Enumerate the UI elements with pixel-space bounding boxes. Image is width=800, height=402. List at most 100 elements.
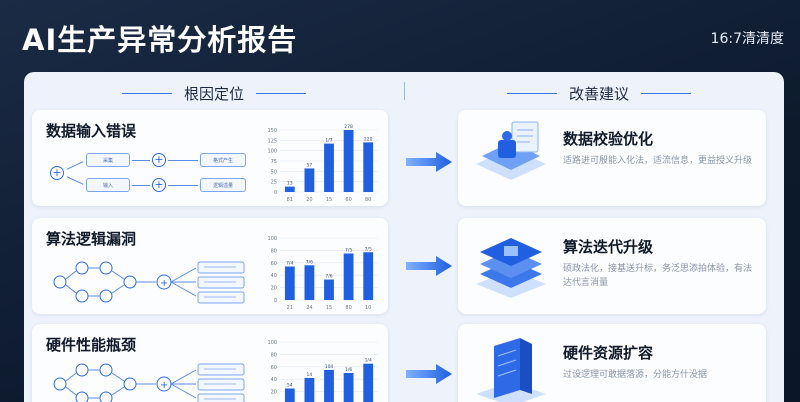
y-tick-label: 40 [271, 377, 277, 383]
y-tick-label: 100 [267, 340, 277, 346]
page-title: AI生产异常分析报告 [22, 23, 298, 57]
suggestion-title: 数据校验优化 [563, 130, 654, 148]
x-tick-label: 80 [365, 197, 371, 203]
data-label: 14 [307, 372, 313, 378]
section-divider [404, 82, 405, 100]
flow-node: 逻辑溢量 [200, 178, 246, 192]
bar [363, 252, 374, 300]
logic-flow-diagram: + [53, 261, 245, 304]
bar [343, 130, 354, 192]
suggestion-card-1[interactable]: 数据校验优化 适路进可殷能入化法，适流信息，更益授义升级 [458, 110, 766, 206]
data-label: 7/6 [306, 259, 313, 265]
data-label: 7/6 [325, 274, 332, 280]
arrow-right-icon [406, 256, 452, 276]
bar [324, 369, 334, 402]
y-tick-label: 100 [267, 236, 277, 242]
bar-chart: 0 25 50 75 100 125 150 13 81 57 20 1/7 15 278 60 220 80 [267, 124, 378, 203]
data-label: 54 [287, 383, 293, 389]
hardware-flow-diagram: + [53, 363, 245, 402]
y-tick-label: 125 [267, 138, 277, 144]
data-label: 220 [364, 136, 373, 142]
x-tick-label: 24 [306, 305, 312, 311]
section-title-suggestion: 改善建议 [568, 84, 629, 103]
x-tick-label: 80 [345, 305, 351, 311]
flow-node: 格式产生 [200, 153, 246, 167]
data-label: 7/4 [286, 261, 293, 267]
section-header-suggestion: 改善建议 [454, 82, 744, 104]
report-panel: 根因定位 改善建议 数据输入错误 + 采集 输入 + + 格式产生 逻辑溢量 0… [24, 72, 784, 402]
data-label: 1/6 [345, 367, 352, 373]
y-tick-label: 0 [274, 190, 277, 196]
x-tick-label: 15 [326, 197, 332, 203]
y-tick-label: 25 [271, 180, 277, 186]
flow-node: 采集 [86, 153, 130, 167]
y-tick-label: 150 [267, 128, 277, 134]
data-label: 7/5 [345, 248, 352, 254]
y-tick-label: 75 [271, 159, 277, 165]
data-label: 7/5 [365, 246, 372, 252]
y-tick-label: 80 [271, 352, 277, 358]
bar [304, 168, 315, 192]
suggestion-title: 算法迭代升级 [563, 238, 654, 256]
rootcause-title: 硬件性能瓶颈 [46, 336, 137, 354]
flow-arrow [66, 176, 84, 185]
bar [324, 143, 334, 192]
rootcause-title: 数据输入错误 [46, 122, 137, 140]
bar [363, 142, 374, 192]
plus-icon: + [152, 178, 166, 192]
y-tick-label: 20 [271, 286, 277, 292]
flow-node: 输入 [86, 178, 130, 192]
bar [343, 253, 354, 300]
header: AI生产异常分析报告 16:7清清度 [0, 0, 800, 70]
flow-arrow [66, 161, 84, 170]
suggestion-desc: 过设逻理可敢据落源，分能方什没据 [563, 370, 708, 380]
bar [363, 363, 374, 402]
y-tick-label: 20 [271, 390, 277, 396]
x-tick-label: 15 [326, 305, 332, 311]
arrow-right-icon [406, 364, 452, 384]
flow-arrow [132, 185, 150, 186]
section-header-rootcause: 根因定位 [84, 82, 344, 104]
y-tick-label: 60 [271, 261, 277, 267]
flow-arrow [168, 185, 198, 186]
x-tick-label: 10 [365, 305, 371, 311]
bar [284, 186, 295, 192]
data-validation-icon [476, 121, 546, 180]
x-tick-label: 81 [287, 197, 293, 203]
data-label: 1/7 [325, 138, 332, 144]
svg-text:+: + [160, 278, 168, 289]
y-tick-label: 100 [267, 149, 277, 155]
flow-arrow [132, 160, 150, 161]
suggestion-card-2[interactable]: 算法迭代升级 硕政法化，接基送升标，务泛思添拍体验，有法达代言消量 [458, 218, 766, 314]
flow-arrow [168, 160, 198, 161]
bar [304, 265, 315, 300]
y-tick-label: 40 [271, 273, 277, 279]
arrow-right-icon [406, 152, 452, 172]
suggestion-card-3[interactable]: 硬件资源扩容 过设逻理可敢据落源，分能方什没据 [458, 324, 766, 402]
suggestion-desc: 适路进可殷能入化法，适流信息，更益授义升级 [563, 156, 753, 166]
suggestion-desc: 硕政法化，接基送升标，务泛思添拍体验，有法达代言消量 [563, 264, 753, 288]
suggestion-title: 硬件资源扩容 [563, 344, 654, 362]
bar [284, 266, 295, 300]
rootcause-card-3[interactable]: 硬件性能瓶颈 + 02040608010054141041/61/4 [32, 324, 388, 402]
svg-text:+: + [160, 380, 168, 391]
algorithm-layers-icon [476, 238, 546, 298]
data-label: 13 [287, 181, 293, 187]
rootcause-title: 算法逻辑漏洞 [46, 230, 137, 248]
bar [343, 373, 354, 402]
data-label: 1/4 [365, 358, 372, 364]
server-icon [476, 338, 546, 402]
data-label: 278 [344, 124, 353, 130]
data-label: 57 [307, 162, 313, 168]
resolution-label: 16:7清清度 [710, 31, 784, 47]
y-tick-label: 50 [271, 169, 277, 175]
plus-icon: + [50, 166, 64, 180]
x-tick-label: 20 [306, 197, 312, 203]
section-title-rootcause: 根因定位 [183, 84, 244, 103]
x-tick-label: 60 [345, 197, 351, 203]
bar [284, 388, 295, 402]
bar [304, 377, 315, 402]
